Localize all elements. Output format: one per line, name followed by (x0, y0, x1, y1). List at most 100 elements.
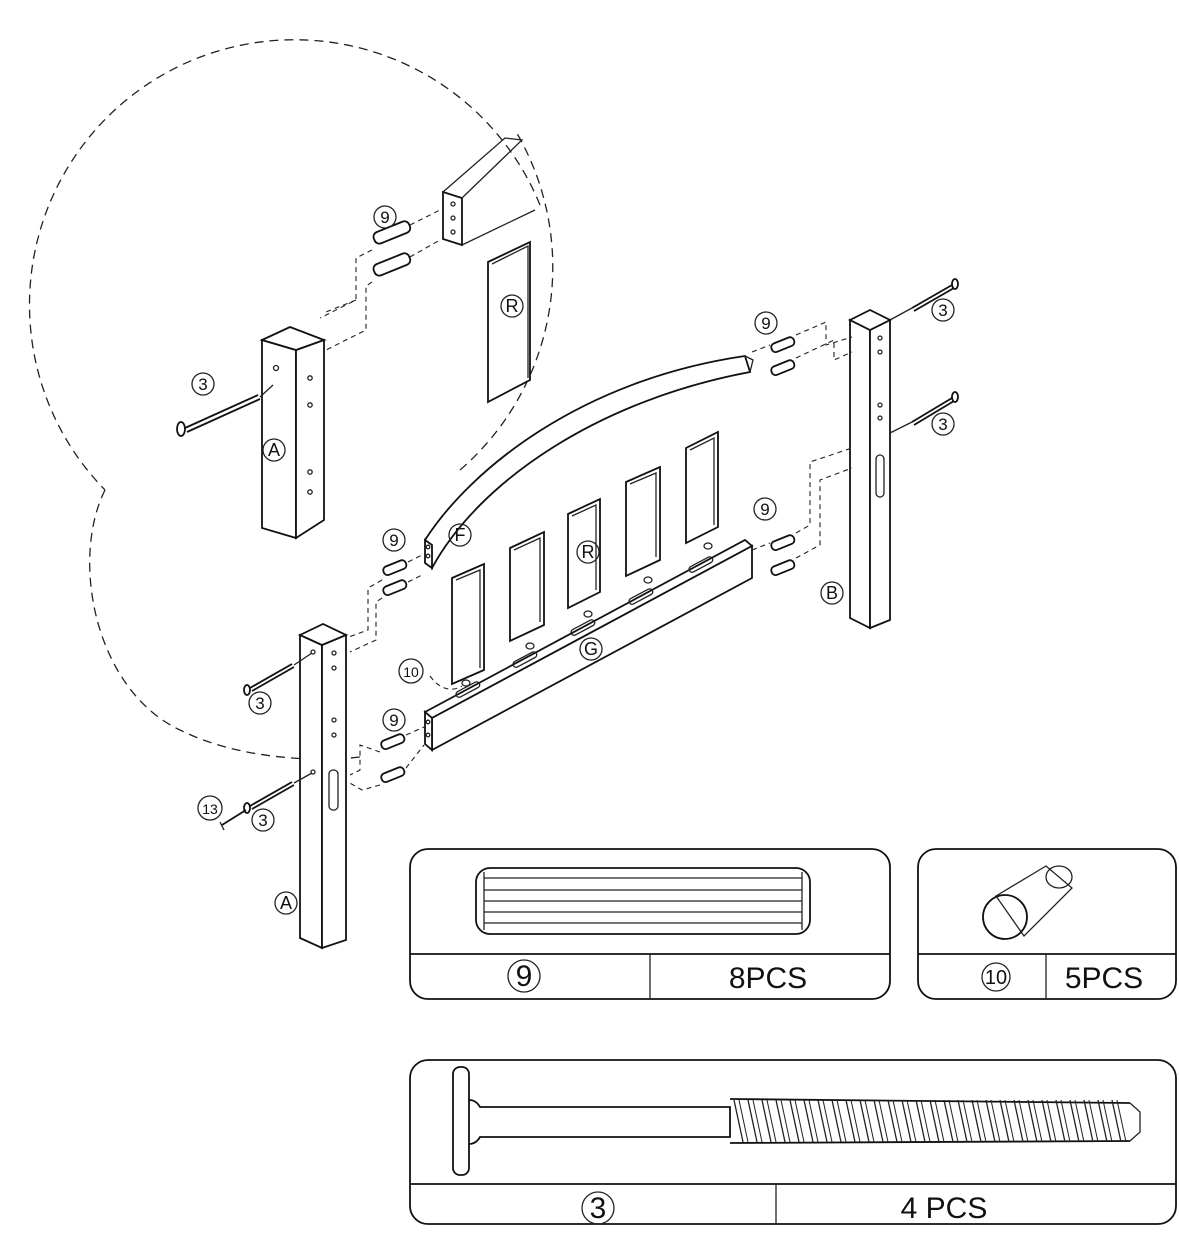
bolt-illustration (452, 1066, 1141, 1176)
bolt-thread (892, 1099, 903, 1143)
detail-circle-right-edge (459, 129, 554, 471)
bolt-thread (836, 1099, 847, 1143)
detail-dowels (319, 209, 441, 351)
parts-box-dowel: 9 8PCS (409, 848, 891, 1000)
bolt-thread (873, 1099, 884, 1143)
bolt-threads (733, 1099, 1127, 1143)
svg-text:3: 3 (590, 1192, 607, 1225)
svg-text:B: B (826, 583, 838, 603)
detail-magnifier (28, 39, 554, 760)
svg-text:R: R (582, 542, 595, 562)
slat-4 (625, 465, 661, 578)
svg-text:9: 9 (761, 314, 770, 333)
bolt-thread (906, 1099, 917, 1143)
svg-text:9: 9 (516, 960, 533, 993)
bolt-thread (1116, 1099, 1127, 1143)
bolt-left-top (243, 652, 313, 696)
bolt-thread (752, 1099, 763, 1143)
svg-text:9: 9 (389, 711, 398, 730)
parts-box-bolt: 3 4 PCS (409, 1059, 1177, 1225)
part-labels: A R F R G B A (262, 294, 844, 915)
svg-text:9: 9 (380, 208, 389, 227)
bolt-thread (999, 1099, 1010, 1143)
bolt-thread (1074, 1099, 1085, 1143)
svg-text:3: 3 (938, 301, 947, 320)
bolt-thread (859, 1099, 870, 1143)
bolt-thread (1013, 1099, 1024, 1143)
slats (451, 430, 719, 686)
top-rail-f (424, 354, 754, 571)
caps (429, 542, 713, 690)
callout-numbers: 9 3 9 3 3 9 9 10 (191, 205, 955, 832)
parts-box-bolt-qty: 4 PCS (901, 1192, 988, 1225)
bolt-thread (822, 1099, 833, 1143)
bolt-thread (780, 1099, 791, 1143)
svg-text:3: 3 (258, 811, 267, 830)
bolt-thread (1060, 1099, 1071, 1143)
bolt-thread (733, 1099, 744, 1143)
parts-box-cap-part: 10 (981, 962, 1011, 992)
svg-text:R: R (506, 296, 519, 316)
callout-bolt-right-top: 3 (931, 298, 955, 322)
bolt-thread (808, 1099, 819, 1143)
svg-text:G: G (584, 639, 598, 659)
bolt-thread (1018, 1099, 1029, 1143)
label-slat-detail: R (500, 294, 524, 318)
bottom-rail-g (423, 538, 754, 752)
label-slat: R (576, 540, 600, 564)
slat-5 (685, 430, 719, 545)
callout-bolt-left-bottom: 3 (251, 808, 275, 832)
label-top-rail: F (448, 523, 472, 547)
bolt-thread (929, 1099, 940, 1143)
bolt-thread (915, 1099, 926, 1143)
bolt-thread (747, 1099, 758, 1143)
bolt-thread (1097, 1099, 1108, 1143)
callout-key: 13 (197, 795, 223, 821)
bolt-thread (1032, 1099, 1043, 1143)
callout-dowel-left-bottom: 9 (382, 708, 406, 732)
svg-text:A: A (280, 893, 292, 913)
label-post-b: B (820, 581, 844, 605)
bolt-left-bottom (243, 772, 313, 814)
bolt-thread (920, 1099, 931, 1143)
bolt-thread (761, 1099, 772, 1143)
detail-slat (487, 240, 531, 404)
bolt-right-top (889, 278, 959, 321)
bolt-thread (845, 1099, 856, 1143)
bolt-thread (817, 1099, 828, 1143)
parts-box-dowel-part: 9 (507, 959, 541, 993)
detail-rail-end (442, 137, 536, 247)
bolt-thread (934, 1099, 945, 1143)
bolt-thread (985, 1099, 996, 1143)
bolt-thread (957, 1099, 968, 1143)
dowels-right (751, 321, 853, 577)
post-b (847, 308, 893, 630)
bolt-thread (831, 1099, 842, 1143)
bolt-thread (789, 1099, 800, 1143)
bolt-thread (943, 1099, 954, 1143)
slat-2 (509, 530, 545, 643)
detail-post-a (259, 326, 327, 540)
bolt-thread (948, 1099, 959, 1143)
slat-3 (567, 497, 601, 610)
bolt-thread (901, 1099, 912, 1143)
bolt-thread (971, 1099, 982, 1143)
bolt-thread (962, 1099, 973, 1143)
callout-cap: 10 (398, 658, 424, 684)
bolt-thread (1102, 1099, 1113, 1143)
callout-dowel-right-top: 9 (754, 311, 778, 335)
svg-text:3: 3 (938, 415, 947, 434)
bolt-thread (887, 1099, 898, 1143)
bolt-thread (1046, 1099, 1057, 1143)
slat-1 (451, 562, 485, 686)
key-13 (219, 809, 247, 831)
callout-dowel-left-top: 9 (382, 528, 406, 552)
label-post-detail: A (262, 438, 286, 462)
bolt-thread (850, 1099, 861, 1143)
parts-box-dowel-qty: 8PCS (729, 962, 807, 995)
svg-text:10: 10 (985, 967, 1007, 989)
bolt-thread (1111, 1099, 1122, 1143)
bolt-thread (878, 1099, 889, 1143)
bolt-thread (1004, 1099, 1015, 1143)
